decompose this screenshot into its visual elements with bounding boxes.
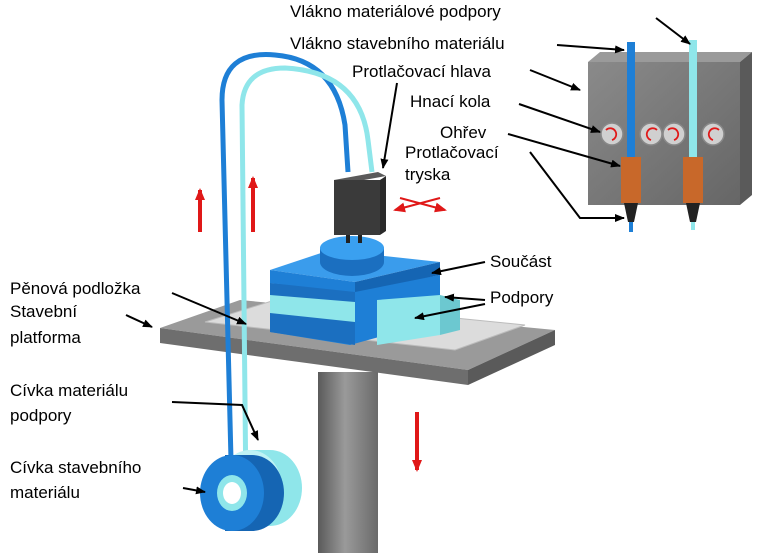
label-build-spool-line2: materiálu <box>10 483 80 502</box>
support-column <box>318 372 378 553</box>
label-heater: Ohřev <box>440 123 487 142</box>
label-nozzle-line1: Protlačovací <box>405 143 499 162</box>
label-nozzle-line2: tryska <box>405 165 451 184</box>
label-platform-line2: platforma <box>10 328 81 347</box>
label-part: Součást <box>490 252 552 271</box>
extrusion-head-detail <box>588 40 752 232</box>
label-extrusion-head: Protlačovací hlava <box>352 62 491 81</box>
filament-paths <box>219 52 375 501</box>
label-support-spool-line1: Cívka materiálu <box>10 381 129 400</box>
label-platform-line1: Stavební <box>10 302 78 321</box>
motion-arrows <box>195 176 447 472</box>
label-build-filament: Vlákno stavebního materiálu <box>290 34 505 53</box>
label-build-spool-line1: Cívka stavebního <box>10 458 142 477</box>
extrusion-head-small <box>334 172 386 243</box>
label-supports: Podpory <box>490 288 554 307</box>
label-foam-base: Pěnová podložka <box>10 279 141 298</box>
printed-part <box>270 236 460 345</box>
label-support-spool-line2: podpory <box>10 406 72 425</box>
label-drive-wheels: Hnací kola <box>410 92 491 111</box>
spools <box>200 450 302 531</box>
label-support-filament: Vlákno materiálové podpory <box>290 2 501 21</box>
leader-lines <box>125 17 691 495</box>
